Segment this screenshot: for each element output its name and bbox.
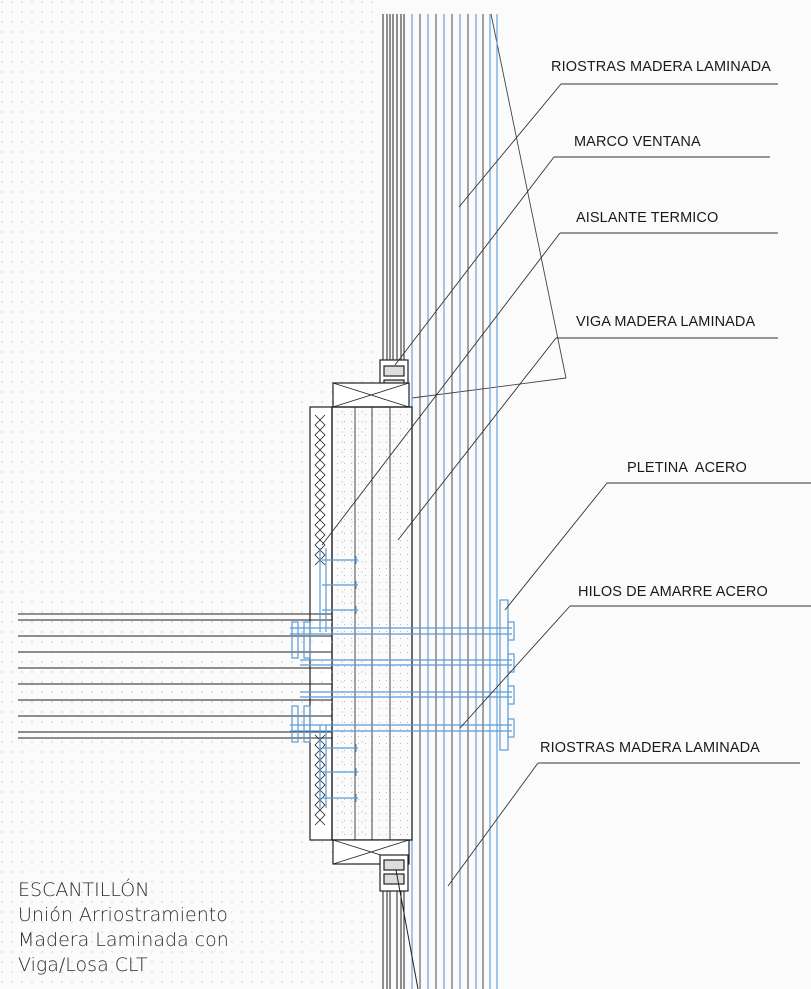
caption-line-2: Unión Arriostramiento	[18, 904, 228, 926]
label-viga-madera: VIGA MADERA LAMINADA	[576, 314, 756, 330]
leader-lines	[321, 83, 811, 887]
riostras-blue-lines	[411, 14, 498, 989]
riostras-dark-lines	[419, 14, 484, 989]
label-pletina-acero: PLETINA ACERO	[627, 460, 747, 476]
reference-lines	[411, 13, 567, 399]
label-hilos-amarre: HILOS DE AMARRE ACERO	[578, 584, 768, 600]
steel-connectors	[290, 548, 515, 808]
caption-line-4: Viga/Losa CLT	[18, 954, 148, 976]
caption-title: ESCANTILLÓN	[18, 879, 150, 901]
label-riostras-bottom: RIOSTRAS MADERA LAMINADA	[540, 740, 760, 756]
leader-viga	[397, 337, 557, 541]
caption-line-3: Madera Laminada con	[18, 929, 229, 951]
leader-marco	[394, 156, 555, 366]
window-glazing-top	[382, 14, 405, 360]
clt-slab-lines	[18, 613, 332, 739]
leader-hilos	[459, 605, 571, 729]
leader-riostras-bottom	[447, 762, 539, 887]
label-marco-ventana: MARCO VENTANA	[574, 134, 701, 150]
clt-slab	[18, 614, 332, 738]
drawing-caption: ESCANTILLÓN Unión Arriostramiento Madera…	[18, 878, 229, 978]
window-glazing-bottom	[382, 869, 419, 989]
window-frame-bottom	[379, 854, 409, 892]
leader-riostras-top	[458, 83, 562, 208]
label-riostras-top: RIOSTRAS MADERA LAMINADA	[551, 59, 771, 75]
leader-aislante	[321, 232, 561, 546]
leader-pletina	[504, 482, 608, 611]
label-aislante-termico: AISLANTE TERMICO	[576, 210, 719, 226]
